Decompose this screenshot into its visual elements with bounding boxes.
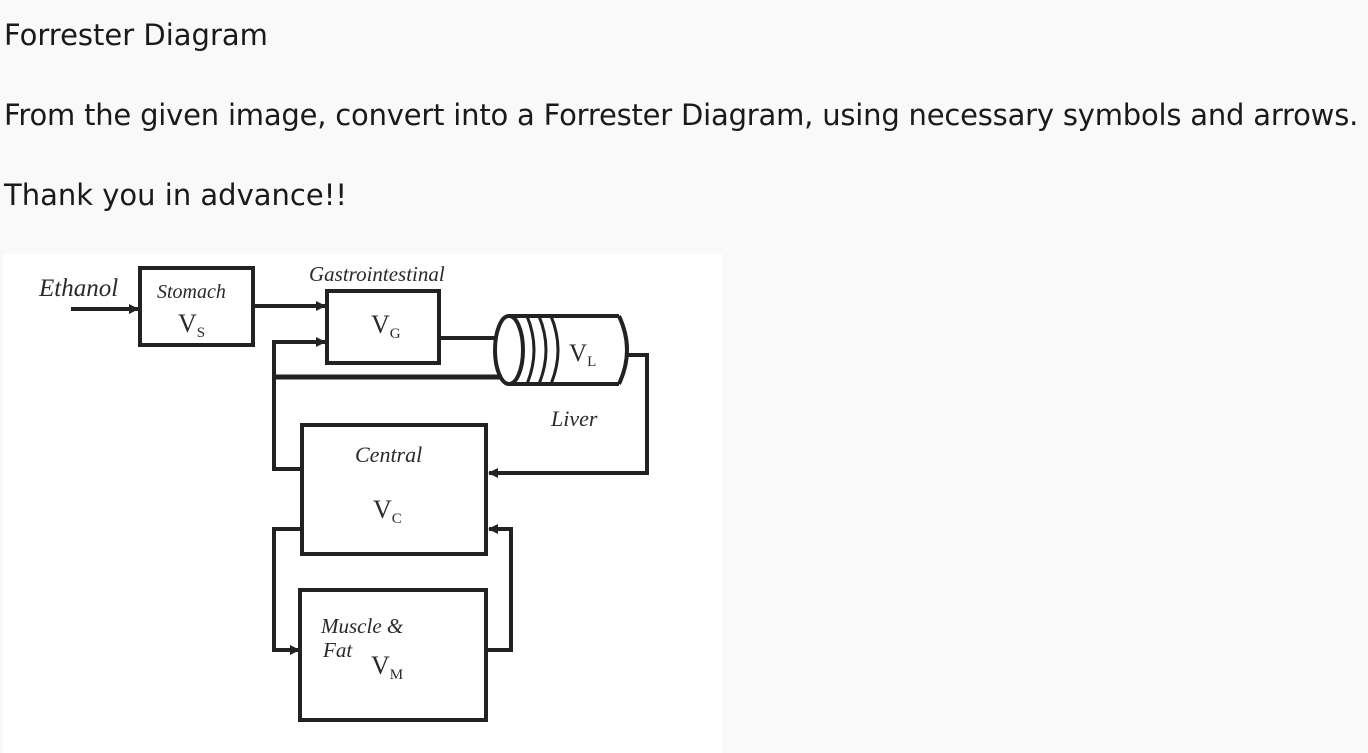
stomach-volume-label: VS	[178, 309, 205, 341]
central-to-muscle-arrow	[272, 527, 302, 655]
muscle-fat-box	[298, 588, 488, 722]
gastro-volume-label: VG	[371, 310, 401, 342]
ethanol-label: Ethanol	[38, 275, 118, 302]
gastro-label: Gastrointestinal	[309, 262, 445, 286]
muscle-to-central-arrow	[488, 524, 513, 652]
liver-label: Liver	[550, 406, 598, 431]
question-title: Forrester Diagram	[4, 18, 268, 52]
muscle-label-line1: Muscle &	[320, 614, 404, 638]
central-to-gi-arrow	[272, 337, 326, 471]
central-label: Central	[355, 442, 422, 467]
liver-cylinder	[493, 314, 629, 386]
liver-to-central-arrow	[488, 353, 649, 478]
compartment-diagram: Ethanol Stomach VS Gastrointestinal VG V…	[38, 262, 649, 722]
muscle-volume-label: VM	[371, 651, 403, 683]
central-volume-label: VC	[373, 495, 402, 527]
central-box	[300, 423, 488, 556]
question-body: From the given image, convert into a For…	[4, 98, 1359, 132]
gastro-box	[325, 289, 441, 365]
muscle-label-line2: Fat	[322, 638, 353, 662]
question-thanks: Thank you in advance!!	[4, 178, 347, 212]
stomach-label: Stomach	[157, 281, 226, 303]
compartment-diagram-image: Ethanol Stomach VS Gastrointestinal VG V…	[3, 254, 722, 753]
liver-volume-label: VL	[569, 340, 596, 370]
